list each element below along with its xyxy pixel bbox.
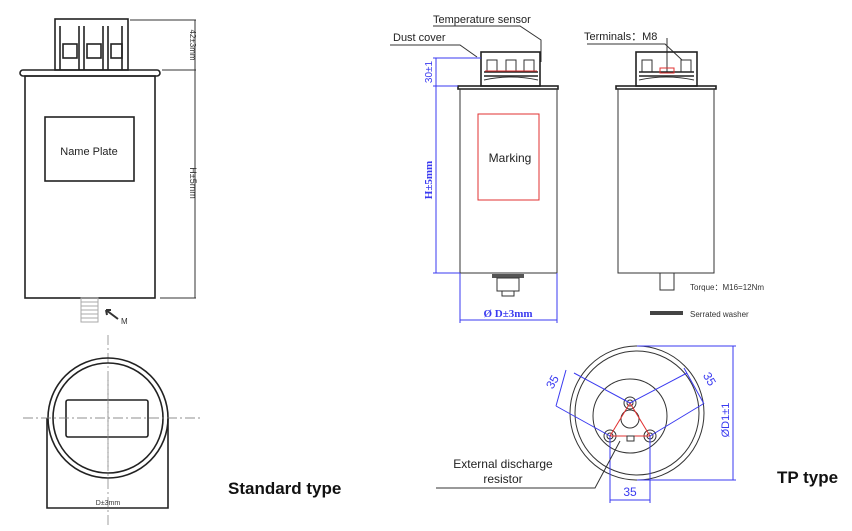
terminals [483,59,539,81]
tp-dimensions: 30±1 H±5mm Ø D±3mm [423,57,558,323]
can-body [24,75,156,299]
height-label: H±5mm [188,167,198,198]
tp-side-view: Terminals：M8 Torque：M16=12Nm Serrated wa… [584,31,764,319]
mounting-stud [80,297,99,323]
lid-rim [19,69,161,77]
discharge-resistor-triangle [609,402,651,437]
cover-height-label: 30±1 [424,60,435,83]
bottom-stud [492,274,524,297]
tp-height-label: H±5mm [423,161,435,199]
stud [659,272,675,291]
torque-label: Torque：M16=12Nm [690,283,764,292]
name-plate-label: Name Plate [60,146,117,158]
tp-type-title: TP type [777,468,838,487]
standard-type-title: Standard type [228,479,341,498]
standard-side-view: Name Plate 42±3mm H±5mm M [19,18,198,326]
terminals-label: Terminals：M8 [584,31,657,43]
discharge-label-line1: External discharge [453,457,553,471]
spacing-right-label: 35 [700,370,719,389]
name-plate [44,116,135,182]
terminal-block [54,18,129,71]
dust-cover [480,51,541,87]
spacing-left-label: 35 [543,372,562,391]
marking-area [477,113,540,201]
tp-top-dimensions: 35 35 35 ØD1±1 [543,345,736,503]
tp-front-view: Temperature sensor Dust cover Marking 30… [390,14,559,323]
stud-label: M [121,317,128,326]
standard-top-view: D±3mm [23,335,203,525]
stud-arrow-icon [105,309,119,320]
serrated-washer-label: Serrated washer [690,310,749,319]
marking-label: Marking [489,151,532,165]
d1-label: ØD1±1 [720,403,732,438]
diameter-label: D±3mm [96,500,121,507]
discharge-label-line2: resistor [483,472,522,486]
tp-top-view: 35 35 35 ØD1±1 External discharge resist… [436,345,736,503]
temperature-sensor-label: Temperature sensor [433,14,531,26]
spacing-bottom-label: 35 [623,485,637,499]
dust-cover-label: Dust cover [393,32,446,44]
height-dimension: 42±3mm H±5mm [130,19,198,299]
can-body [459,88,558,274]
tp-diameter-label: Ø D±3mm [483,308,532,320]
serrated-washer-icon [650,311,683,315]
terminal-height-label: 42±3mm [188,29,197,60]
